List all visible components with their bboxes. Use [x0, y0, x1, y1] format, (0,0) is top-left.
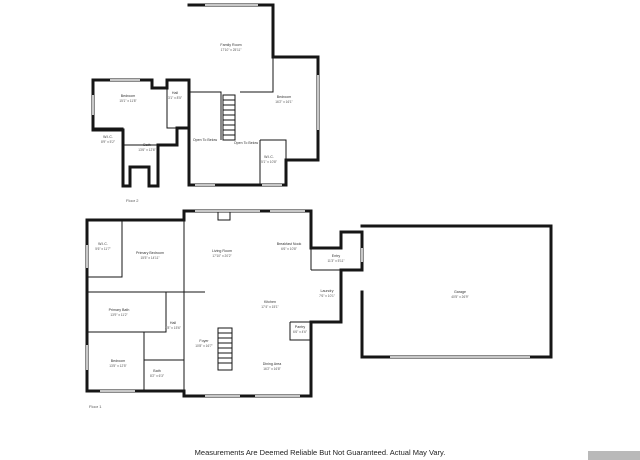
room-name: Breakfast Nook — [277, 242, 302, 246]
room-dimensions: 6'6" x 10'8" — [281, 247, 297, 251]
floor-1-plan: W.I.C. 5'6" x 11'7" Primary Bedroom 15'5… — [85, 209, 553, 409]
room-name: Family Room — [220, 43, 241, 47]
room-dimensions: 3'1" x 8'5" — [168, 96, 182, 100]
garage-wall — [360, 224, 553, 359]
room-dimensions: 8'2" x 6'3" — [150, 374, 164, 378]
room-dimensions: 17'10" x 25'11" — [221, 48, 242, 52]
open-to-below-note: Open To Below — [193, 138, 218, 142]
room-dimensions: 5'6" x 11'7" — [95, 247, 110, 251]
floor-2-interior-wall — [93, 127, 158, 146]
room-name: Foyer — [199, 339, 209, 343]
room-name: Bedroom — [121, 94, 136, 98]
floor-2-interior-wall — [166, 80, 189, 129]
room-dimensions: 15'1" x 11'8" — [119, 99, 136, 103]
floor-2-stairs — [222, 94, 236, 141]
room-name: Hall — [172, 91, 178, 95]
floor-1-interior-wall — [143, 332, 184, 361]
room-name: Garage — [454, 290, 466, 294]
room-dimensions: 17'10" x 20'2" — [212, 254, 231, 258]
room-name: Bedroom — [277, 95, 292, 99]
room-dimensions: 16'2" x 16'1" — [275, 100, 292, 104]
room-dimensions: 10'8" x 16'7" — [195, 344, 212, 348]
room-name: Primary Bath — [109, 308, 130, 312]
floor-2-interior-wall — [240, 57, 274, 93]
room-dimensions: 7'6" x 10'1" — [319, 294, 335, 298]
room-dimensions: 13'9" x 11'2" — [110, 313, 127, 317]
floor-1-stairs — [217, 327, 233, 371]
room-dimensions: 4'8" x 15'6" — [165, 326, 181, 330]
room-name: W.I.C. — [98, 242, 108, 246]
floor-2-interior-wall — [260, 139, 287, 160]
room-dimensions: 40'5" x 26'9" — [451, 295, 468, 299]
room-dimensions: 15'5" x 14'11" — [140, 256, 159, 260]
open-to-below-note: Open To Below — [234, 141, 259, 145]
room-name: Pantry — [295, 325, 306, 329]
floor-2-interior-wall — [189, 91, 222, 140]
room-dimensions: 6'6" x 4'6" — [293, 330, 307, 334]
room-name: Laundry — [321, 289, 334, 293]
room-name: Bath — [143, 143, 150, 147]
room-dimensions: 17'4" x 15'1" — [261, 305, 278, 309]
room-dimensions: 13'6" x 12'6" — [138, 148, 155, 152]
room-name: Living Room — [212, 249, 232, 253]
floor-1-interior-wall — [87, 220, 123, 278]
room-name: W.I.C. — [264, 155, 274, 159]
room-name: W.I.C. — [103, 135, 113, 139]
brand-logo — [588, 451, 640, 460]
room-dimensions: 11'3" x 5'11" — [327, 259, 344, 263]
fireplace — [217, 211, 231, 221]
floor-1-outer-wall — [85, 209, 364, 398]
room-dimensions: 13'5" x 12'5" — [109, 364, 126, 368]
room-name: Entry — [332, 254, 341, 258]
room-name: Bedroom — [111, 359, 126, 363]
floor-label: Floor 1 — [89, 404, 102, 409]
room-dimensions: 5'1" x 10'8" — [261, 160, 277, 164]
room-name: Hall — [170, 321, 176, 325]
room-name: Primary Bedroom — [136, 251, 164, 255]
room-dimensions: 8'9" x 5'2" — [101, 140, 115, 144]
floor-1-interior-wall — [87, 292, 167, 333]
disclaimer: Measurements Are Deemed Reliable But Not… — [194, 448, 446, 457]
room-name: Kitchen — [264, 300, 276, 304]
floor-label: Floor 2 — [126, 198, 139, 203]
room-dimensions: 16'2" x 16'8" — [263, 367, 280, 371]
floor-2-plan: Family Room 17'10" x 25'11" Bedroom 15'1… — [91, 3, 320, 203]
room-name: Dining Area — [263, 362, 282, 366]
room-name: Bath — [153, 369, 160, 373]
floor-1-interior-wall — [289, 322, 311, 341]
